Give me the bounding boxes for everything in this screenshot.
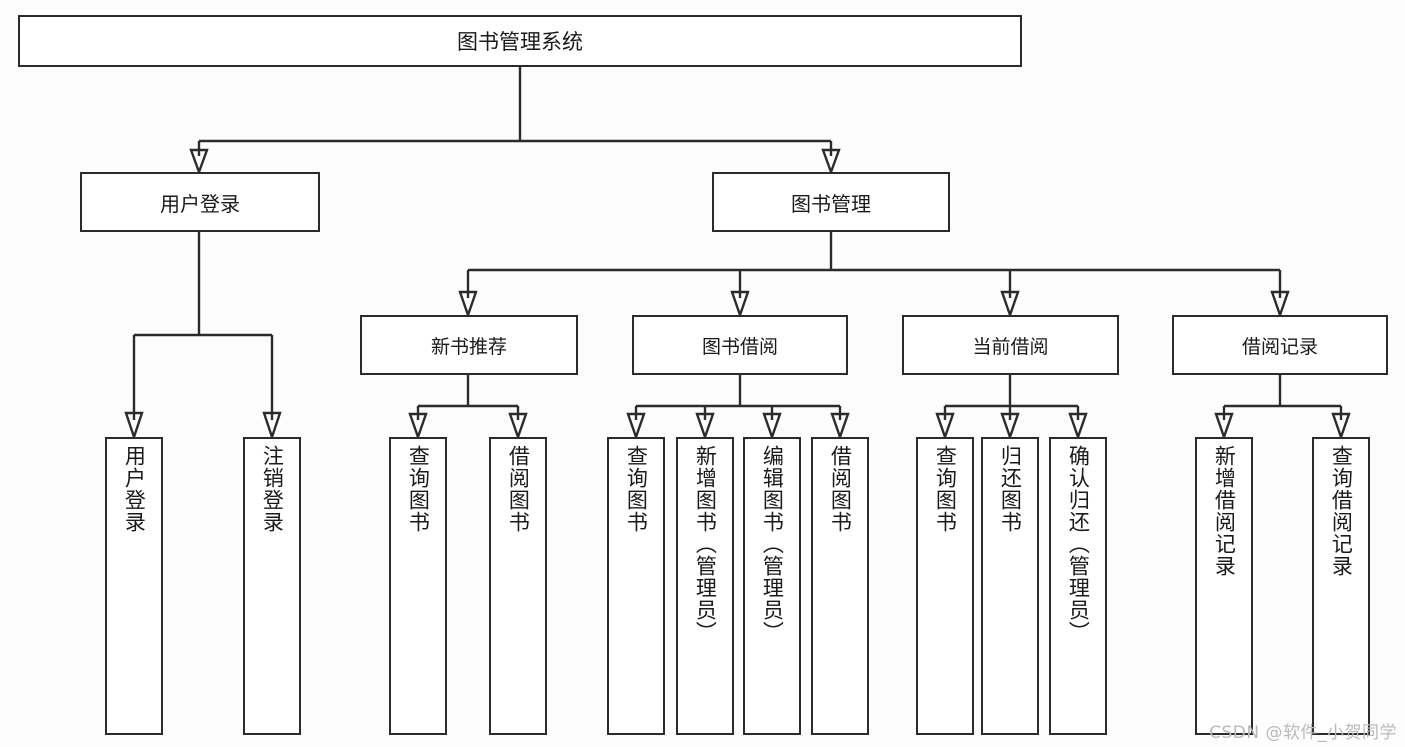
leaf-bookborrow-edit-book-label: 编辑图书（管理员） — [760, 445, 785, 643]
node-root[interactable]: 图书管理系统 — [18, 15, 1022, 67]
arrowhead-newbook-leaf2 — [508, 412, 528, 441]
node-book-borrow-label: 图书借阅 — [701, 335, 778, 358]
arrowhead-borrowrecord-leaf2 — [1331, 412, 1351, 441]
node-new-book-recommend[interactable]: 新书推荐 — [360, 315, 578, 375]
leaf-currentborrow-query-book-label: 查询图书 — [933, 445, 958, 533]
leaf-bookborrow-edit-book[interactable]: 编辑图书（管理员） — [743, 437, 801, 735]
leaf-newbook-borrow-book[interactable]: 借阅图书 — [489, 437, 547, 735]
arrowhead-borrow-record — [1270, 290, 1290, 319]
node-user-login-label: 用户登录 — [160, 191, 240, 216]
leaf-borrowrecord-add-record-label: 新增借阅记录 — [1212, 445, 1237, 577]
leaf-borrowrecord-query-record[interactable]: 查询借阅记录 — [1312, 437, 1370, 735]
node-new-book-recommend-label: 新书推荐 — [430, 335, 507, 358]
arrowhead-bookborrow-leaf4 — [830, 412, 850, 441]
leaf-user-login[interactable]: 用户登录 — [105, 437, 163, 735]
leaf-logout[interactable]: 注销登录 — [243, 437, 301, 735]
leaf-bookborrow-query-book-label: 查询图书 — [624, 445, 649, 533]
leaf-currentborrow-confirm-return-label: 确认归还（管理员） — [1066, 445, 1091, 643]
arrowhead-currentborrow-leaf2 — [1000, 412, 1020, 441]
leaf-newbook-query-book[interactable]: 查询图书 — [389, 437, 447, 735]
node-book-manage[interactable]: 图书管理 — [712, 172, 950, 232]
arrowhead-current-borrow — [1000, 290, 1020, 319]
node-book-borrow[interactable]: 图书借阅 — [632, 315, 848, 375]
leaf-currentborrow-query-book[interactable]: 查询图书 — [916, 437, 974, 735]
node-user-login[interactable]: 用户登录 — [80, 172, 320, 232]
arrowhead-bookborrow-leaf1 — [626, 412, 646, 441]
arrowhead-user-login — [189, 148, 209, 176]
leaf-bookborrow-add-book[interactable]: 新增图书（管理员） — [676, 437, 734, 735]
leaf-bookborrow-query-book[interactable]: 查询图书 — [607, 437, 665, 735]
arrowhead-currentborrow-leaf3 — [1068, 412, 1088, 441]
arrowhead-newbook-leaf1 — [408, 412, 428, 441]
node-borrow-record-label: 借阅记录 — [1241, 335, 1318, 358]
arrowhead-book-borrow — [730, 290, 750, 319]
arrowhead-bookborrow-leaf2 — [695, 412, 715, 441]
leaf-currentborrow-return-book-label: 归还图书 — [998, 445, 1023, 533]
arrowhead-new-book — [458, 290, 478, 319]
arrowhead-bookborrow-leaf3 — [762, 412, 782, 441]
leaf-bookborrow-borrow-book[interactable]: 借阅图书 — [811, 437, 869, 735]
node-root-label: 图书管理系统 — [457, 30, 583, 54]
leaf-borrowrecord-add-record[interactable]: 新增借阅记录 — [1195, 437, 1253, 735]
node-current-borrow[interactable]: 当前借阅 — [902, 315, 1119, 375]
leaf-bookborrow-borrow-book-label: 借阅图书 — [828, 445, 853, 533]
leaf-newbook-query-book-label: 查询图书 — [406, 445, 431, 533]
leaf-logout-label: 注销登录 — [260, 445, 285, 533]
arrowhead-currentborrow-leaf1 — [935, 412, 955, 441]
node-borrow-record[interactable]: 借阅记录 — [1172, 315, 1388, 375]
leaf-currentborrow-confirm-return[interactable]: 确认归还（管理员） — [1049, 437, 1107, 735]
arrowhead-leaf-logout — [262, 411, 282, 441]
leaf-user-login-label: 用户登录 — [122, 445, 147, 533]
arrowhead-borrowrecord-leaf1 — [1214, 412, 1234, 441]
node-current-borrow-label: 当前借阅 — [972, 335, 1049, 358]
leaf-newbook-borrow-book-label: 借阅图书 — [506, 445, 531, 533]
leaf-bookborrow-add-book-label: 新增图书（管理员） — [693, 445, 718, 643]
arrowhead-leaf-user-login — [124, 411, 144, 441]
leaf-borrowrecord-query-record-label: 查询借阅记录 — [1329, 445, 1354, 577]
leaf-currentborrow-return-book[interactable]: 归还图书 — [981, 437, 1039, 735]
arrowhead-book-manage — [821, 148, 841, 176]
node-book-manage-label: 图书管理 — [791, 191, 871, 216]
